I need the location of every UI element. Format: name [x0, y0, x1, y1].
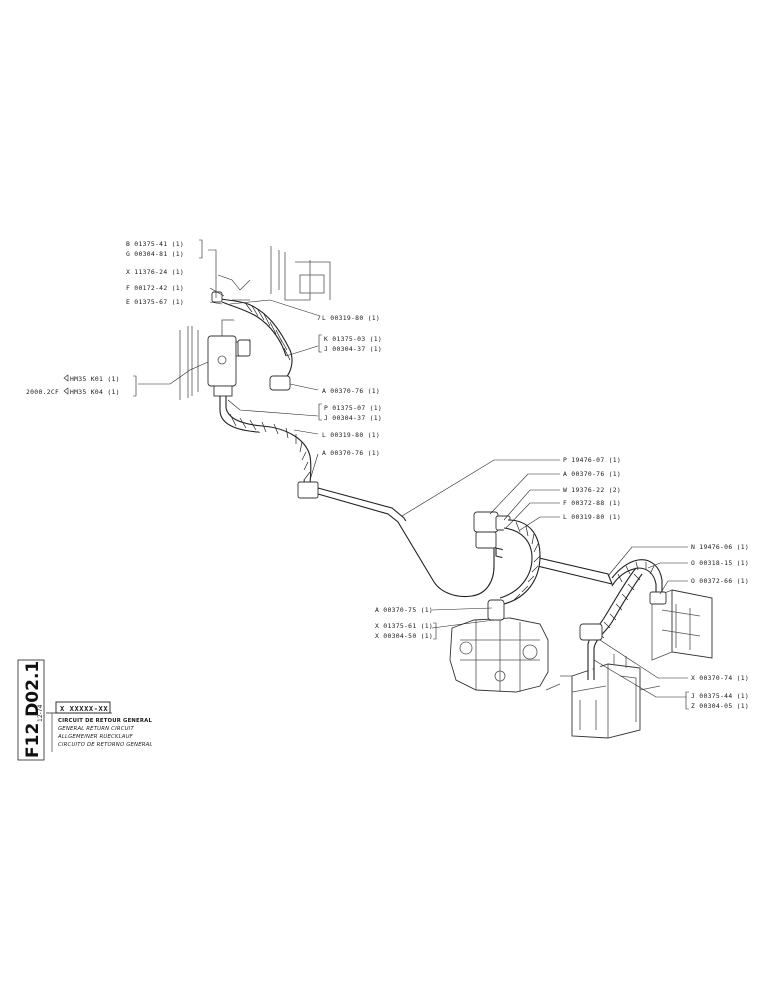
callout-p-19476-07: P 19476-07 (1): [563, 456, 621, 464]
filter-callouts: HM35 K01 (1) 2000.2CF HM35 K04 (1): [26, 374, 137, 397]
hose-right-down: [579, 567, 643, 680]
return-filter: [207, 335, 247, 397]
callout-g-00304-81: G 00304-81 (1): [126, 250, 184, 258]
callout-a-00370-76-a: A 00370-76 (1): [322, 387, 380, 395]
callout-e-01375-67: E 01375-67 (1): [126, 298, 184, 306]
callout-j-00304-37-b: J 00304-37 (1): [324, 414, 382, 422]
callout-o-00318-15: O 00318-15 (1): [691, 559, 749, 567]
callout-n-19476-06: N 19476-06 (1): [691, 543, 749, 551]
callout-a-00370-75: A 00370-75 (1): [375, 606, 433, 614]
leader-lines: [138, 249, 688, 698]
part-code: X XXXXX-XX: [60, 705, 108, 713]
callout-w-19376-22: W 19376-22 (2): [563, 486, 621, 494]
pump-block-lower: [449, 617, 549, 693]
revision-year: 12-74: [37, 704, 44, 722]
callout-a-00370-76-c: A 00370-76 (1): [563, 470, 621, 478]
callout-k-01375-03: K 01375-03 (1): [324, 335, 382, 343]
return-pipe-main: [297, 481, 495, 598]
callout-x-00370-74: X 00370-74 (1): [691, 674, 749, 682]
callout-j-00304-37-a: J 00304-37 (1): [324, 345, 382, 353]
callout-hm35-k01: HM35 K01 (1): [70, 375, 120, 383]
title-de: ALLGEMEINER RUECKLAUF: [57, 734, 134, 740]
page-number: F12 D02.1: [23, 661, 43, 758]
callout-a-00370-76-b: A 00370-76 (1): [322, 449, 380, 457]
callout-j-00375-44: J 00375-44 (1): [691, 692, 749, 700]
title-fr: CIRCUIT DE RETOUR GENERAL: [58, 718, 152, 724]
hose-center-down: [487, 519, 541, 621]
callout-f-00372-88: F 00372-88 (1): [563, 499, 621, 507]
machine-structure-right: [545, 589, 713, 739]
hose-upper: [211, 291, 293, 391]
callout-l-00319-80-a: L 00319-80 (1): [322, 314, 380, 322]
callout-b-01375-41: B 01375-41 (1): [126, 240, 184, 248]
callout-l-00319-80-b: L 00319-80 (1): [322, 431, 380, 439]
callout-o-00372-66: O 00372-66 (1): [691, 577, 749, 585]
machine-structure-upper: [179, 246, 331, 400]
callout-f-00172-42: F 00172-42 (1): [126, 284, 184, 292]
callouts-left: B 01375-41 (1) G 00304-81 (1) X 11376-24…: [126, 239, 203, 306]
hose-filter-to-tee: [219, 396, 312, 487]
callout-l-00319-80-c: L 00319-80 (1): [563, 513, 621, 521]
callout-prefix-2000-2cf: 2000.2CF: [26, 388, 59, 396]
callouts-mid: L 00319-80 (1) K 01375-03 (1) J 00304-37…: [318, 314, 382, 457]
title-es: CIRCUITO DE RETORNO GENERAL: [58, 742, 153, 748]
callout-x-00304-50: X 00304-50 (1): [375, 632, 433, 640]
title-block: F12 D02.1 12-74 X XXXXX-XX CIRCUIT DE RE…: [17, 659, 153, 761]
callout-x-11376-24: X 11376-24 (1): [126, 268, 184, 276]
callouts-lower-left: A 00370-75 (1) X 01375-61 (1) X 00304-50…: [375, 606, 437, 640]
callout-hm35-k04: HM35 K04 (1): [70, 388, 120, 396]
tee-block-center: [473, 511, 613, 585]
callout-p-01375-07: P 01375-07 (1): [324, 404, 382, 412]
callouts-right: P 19476-07 (1) A 00370-76 (1) W 19376-22…: [563, 456, 749, 710]
callout-x-01375-61: X 01375-61 (1): [375, 622, 433, 630]
title-en: GENERAL RETURN CIRCUIT: [58, 726, 134, 732]
callout-z-00304-05: Z 00304-05 (1): [691, 702, 749, 710]
